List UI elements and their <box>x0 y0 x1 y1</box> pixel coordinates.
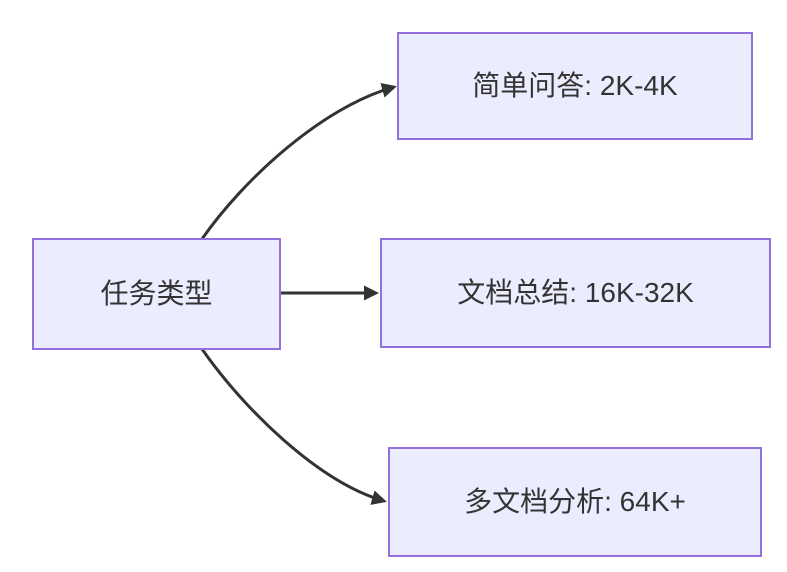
edge-task-type-to-multi-doc <box>200 348 387 505</box>
node-task-type: 任务类型 <box>32 238 281 350</box>
node-doc-summary: 文档总结: 16K-32K <box>380 238 771 348</box>
node-doc-summary-label: 文档总结: 16K-32K <box>457 277 694 309</box>
node-task-type-label: 任务类型 <box>100 278 213 310</box>
node-multi-doc: 多文档分析: 64K+ <box>388 447 762 557</box>
node-simple-qa-label: 简单问答: 2K-4K <box>472 70 678 102</box>
node-multi-doc-label: 多文档分析: 64K+ <box>464 486 686 518</box>
edge-task-type-to-simple-qa <box>200 82 397 240</box>
node-simple-qa: 简单问答: 2K-4K <box>397 32 753 140</box>
